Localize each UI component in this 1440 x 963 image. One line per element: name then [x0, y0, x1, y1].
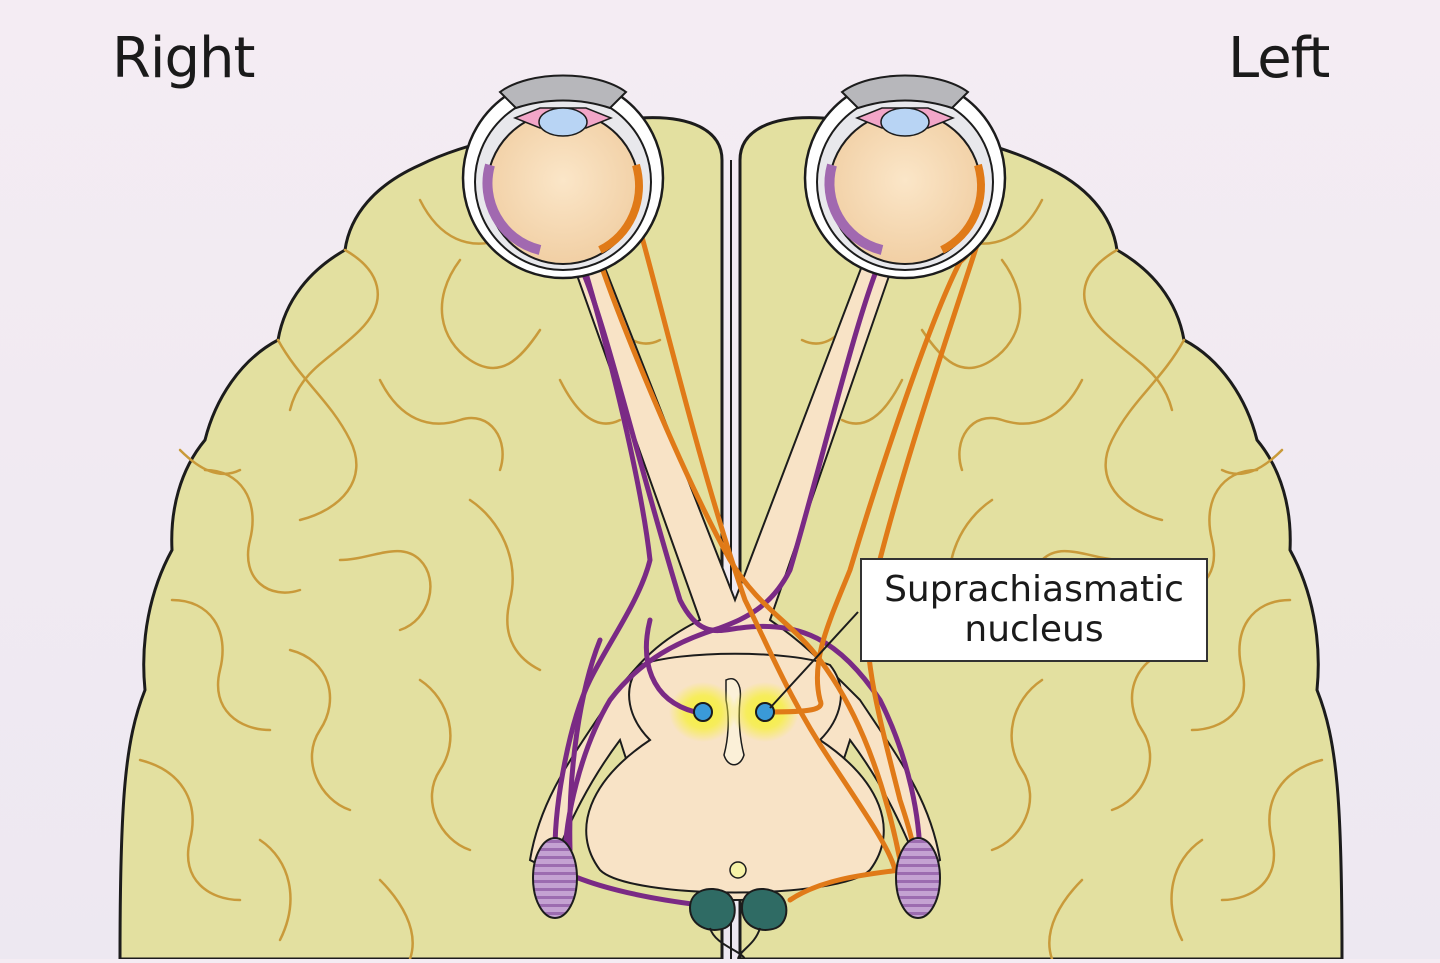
callout-line-1: Suprachiasmatic [884, 569, 1184, 610]
scn-callout-box: Suprachiasmatic nucleus [860, 558, 1208, 662]
callout-connector [769, 611, 859, 709]
left-eye [803, 74, 1007, 280]
superior-colliculus-left [740, 888, 788, 931]
brainstem-notch [709, 927, 761, 960]
superior-colliculus-right [688, 888, 736, 931]
lgn-left [895, 837, 941, 919]
pineal-dot [729, 861, 747, 879]
right-side-label: Right [112, 26, 255, 91]
callout-line-2: nucleus [964, 609, 1104, 650]
sulci-right [138, 198, 662, 961]
scn-nucleus-right [693, 702, 713, 722]
right-eye [461, 74, 665, 280]
lgn-right [532, 837, 578, 919]
left-side-label: Left [1228, 26, 1330, 91]
